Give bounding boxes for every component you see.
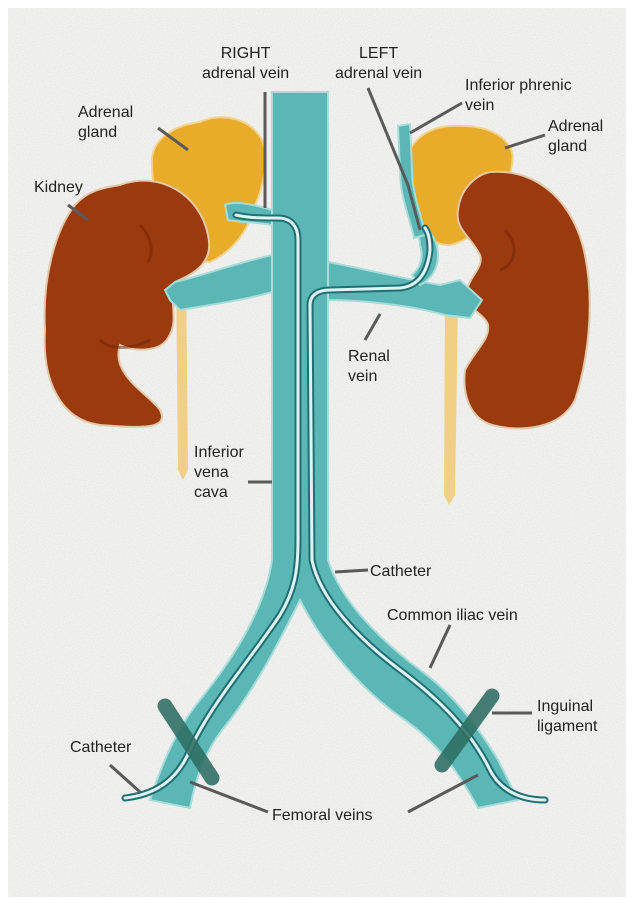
label-left-adrenal-vein: LEFT adrenal vein xyxy=(335,44,422,84)
label-inguinal-ligament-line2: ligament xyxy=(537,717,597,737)
label-kidney-text: Kidney xyxy=(34,178,83,198)
label-inferior-phrenic-vein-line1: Inferior phrenic xyxy=(465,76,572,96)
label-renal-vein-line2: vein xyxy=(348,367,390,387)
label-left-adrenal-vein-line2: adrenal vein xyxy=(335,64,422,84)
label-catheter-center-text: Catheter xyxy=(370,562,431,582)
label-adrenal-gland-right-line2: gland xyxy=(78,123,133,143)
label-kidney: Kidney xyxy=(34,178,83,198)
label-renal-vein: Renal vein xyxy=(348,347,390,387)
label-femoral-veins: Femoral veins xyxy=(272,806,372,826)
label-left-adrenal-vein-line1: LEFT xyxy=(335,44,422,64)
label-inferior-vena-cava-line3: cava xyxy=(194,483,244,503)
label-right-adrenal-vein-line1: RIGHT xyxy=(202,44,289,64)
label-inguinal-ligament-line1: Inguinal xyxy=(537,697,597,717)
label-adrenal-gland-left: Adrenal gland xyxy=(548,117,603,157)
label-right-adrenal-vein: RIGHT adrenal vein xyxy=(202,44,289,84)
label-common-iliac-vein-text: Common iliac vein xyxy=(387,606,518,626)
label-inferior-vena-cava-line1: Inferior xyxy=(194,443,244,463)
label-catheter-left: Catheter xyxy=(70,738,131,758)
label-inferior-phrenic-vein-line2: vein xyxy=(465,96,572,116)
label-adrenal-gland-right-line1: Adrenal xyxy=(78,103,133,123)
label-right-adrenal-vein-line2: adrenal vein xyxy=(202,64,289,84)
label-renal-vein-line1: Renal xyxy=(348,347,390,367)
label-common-iliac-vein: Common iliac vein xyxy=(387,606,518,626)
label-inferior-vena-cava: Inferior vena cava xyxy=(194,443,244,503)
label-inferior-phrenic-vein: Inferior phrenic vein xyxy=(465,76,572,116)
label-inferior-vena-cava-line2: vena xyxy=(194,463,244,483)
label-catheter-left-text: Catheter xyxy=(70,738,131,758)
label-femoral-veins-text: Femoral veins xyxy=(272,806,372,826)
label-adrenal-gland-right: Adrenal gland xyxy=(78,103,133,143)
label-catheter-center: Catheter xyxy=(370,562,431,582)
leader-catheter-center xyxy=(335,570,368,572)
label-inguinal-ligament: Inguinal ligament xyxy=(537,697,597,737)
label-adrenal-gland-left-line2: gland xyxy=(548,137,603,157)
label-adrenal-gland-left-line1: Adrenal xyxy=(548,117,603,137)
